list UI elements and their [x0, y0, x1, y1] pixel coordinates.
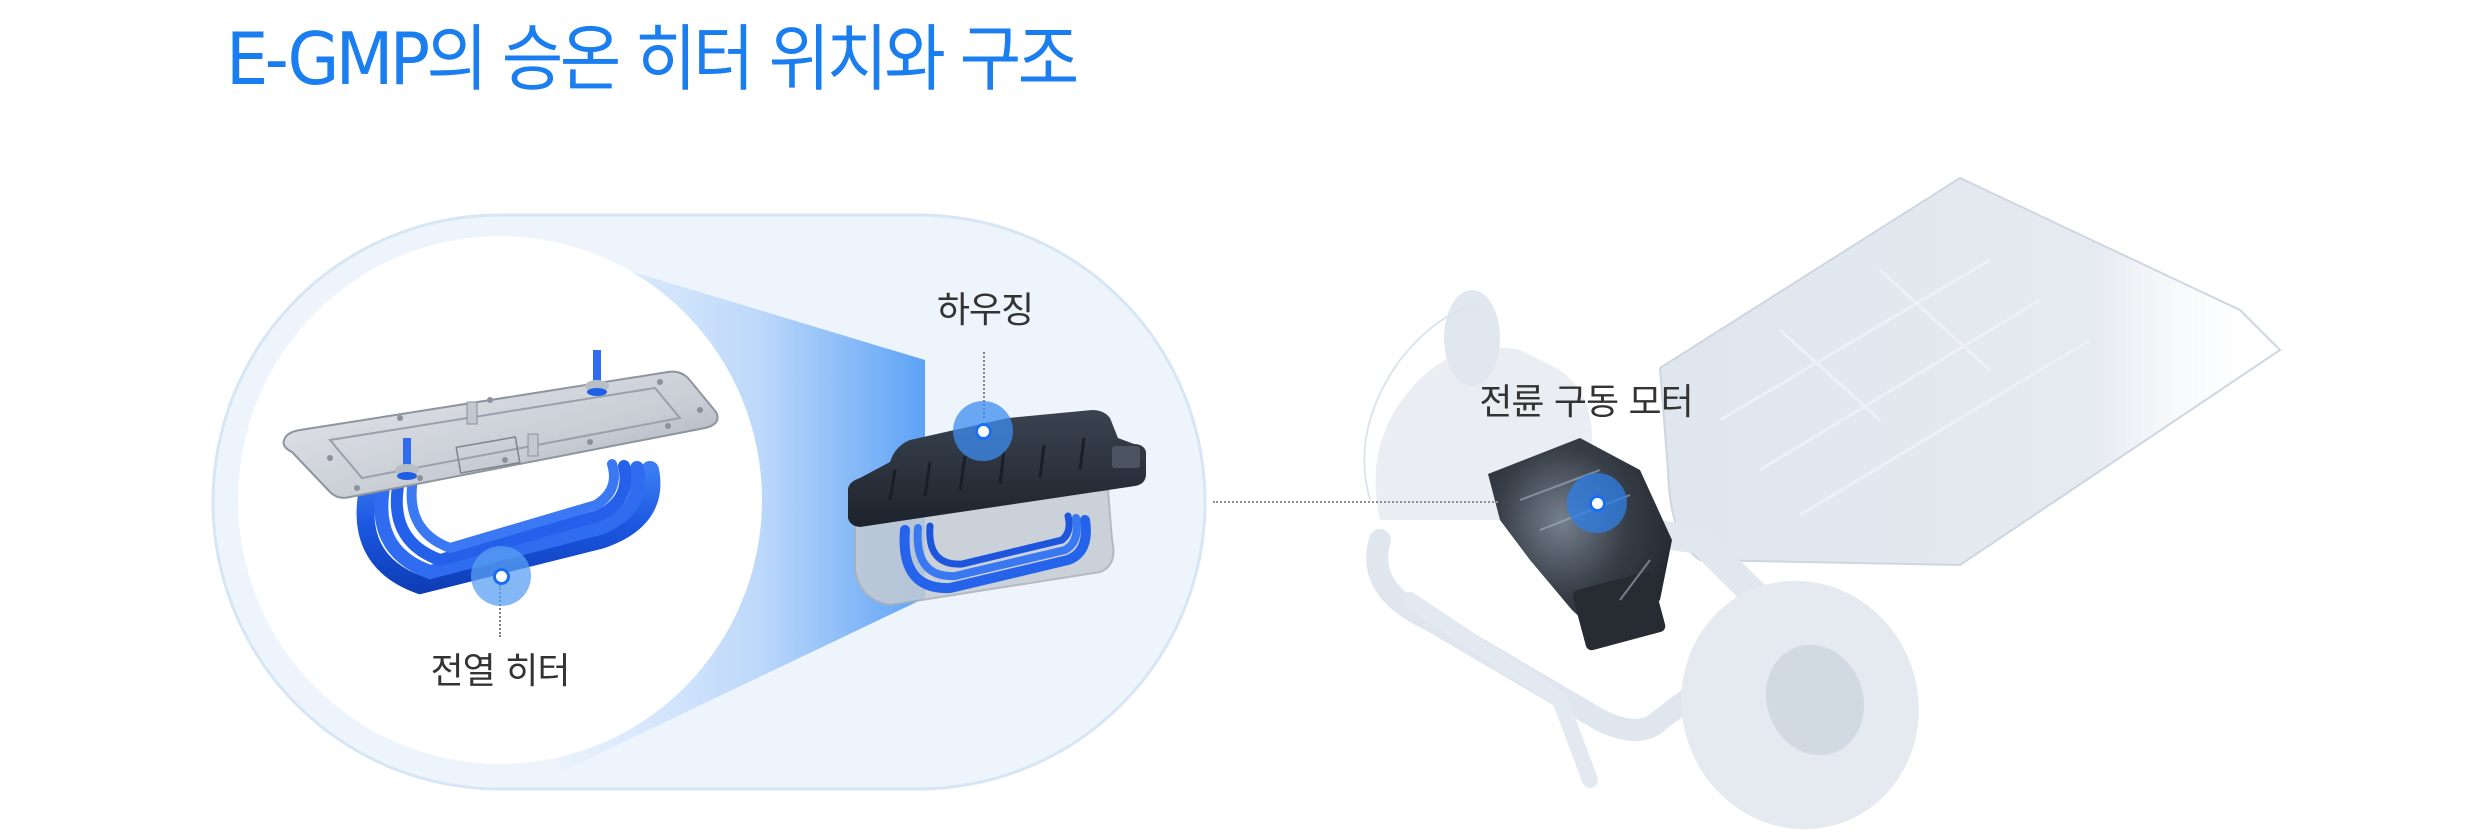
motor-hotspot-dot-icon: [1589, 495, 1606, 512]
heater-housing-illustration: [848, 410, 1146, 607]
housing-label: 하우징: [936, 290, 1034, 331]
housing-hotspot-dot-icon: [975, 423, 992, 440]
page-title: E-GMP의 승온 히터 위치와 구조: [226, 17, 1079, 101]
heater-hotspot[interactable]: [471, 546, 531, 606]
housing-hotspot[interactable]: [953, 401, 1013, 461]
heater-leader-line: [499, 585, 501, 637]
vehicle-chassis-illustration: [1363, 176, 2282, 830]
zoom-pill-container: [211, 213, 1207, 791]
heater-hotspot-dot-icon: [493, 568, 510, 585]
heater-label: 전열 히터: [430, 651, 571, 692]
motor-hotspot[interactable]: [1567, 473, 1627, 533]
housing-leader-line: [983, 352, 985, 418]
electric-heater-illustration: [282, 350, 719, 595]
connector-line: [1213, 501, 1498, 503]
motor-label: 전륜 구동 모터: [1479, 382, 1694, 423]
